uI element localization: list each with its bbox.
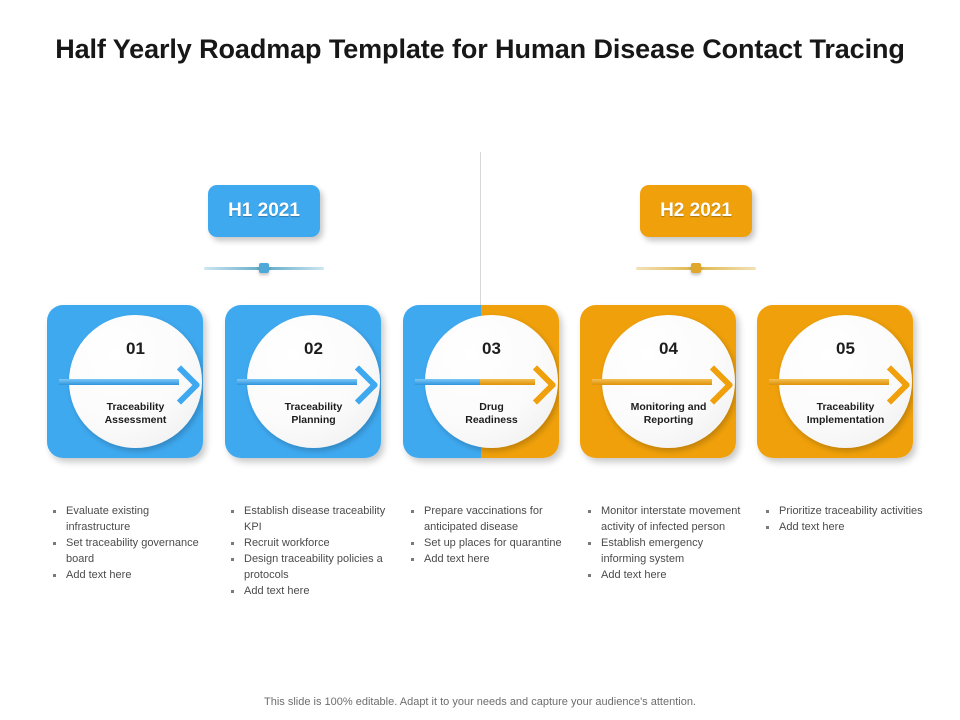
bullet-column-4: Monitor interstate movement activity of …	[585, 503, 745, 583]
milestone-card-02[interactable]: 02 Traceability Planning	[225, 305, 381, 458]
arrow-bar	[237, 379, 357, 385]
bullet-item: Recruit workforce	[228, 535, 388, 551]
milestone-label-line1: Monitoring and	[630, 401, 707, 413]
milestone-label: Drug Readiness	[425, 401, 558, 427]
bullet-item: Add text here	[585, 567, 745, 583]
milestone-label-line2: Readiness	[465, 414, 518, 426]
milestone-cards-row: 01 Traceability Assessment 02 Traceabili…	[0, 305, 960, 460]
arrow-bar	[480, 379, 535, 385]
arrow-bar	[592, 379, 712, 385]
bullet-item: Add text here	[50, 567, 210, 583]
bullet-item: Set up places for quarantine	[408, 535, 568, 551]
milestone-card-05[interactable]: 05 Traceability Implementation	[757, 305, 913, 458]
arrow-bar	[769, 379, 889, 385]
connector-knob	[691, 263, 701, 273]
milestone-label: Monitoring and Reporting	[602, 401, 735, 427]
half-connector-h2	[636, 263, 756, 273]
milestone-label-line2: Reporting	[643, 414, 694, 426]
milestone-number: 02	[304, 339, 323, 358]
bullet-item: Evaluate existing infrastructure	[50, 503, 210, 535]
milestone-number: 03	[482, 339, 501, 358]
milestone-label-line1: Traceability	[284, 401, 343, 413]
bullet-item: Establish emergency informing system	[585, 535, 745, 567]
half-badge-h2[interactable]: H2 2021	[640, 185, 752, 237]
milestone-number: 01	[126, 339, 145, 358]
half-badge-h1[interactable]: H1 2021	[208, 185, 320, 237]
milestone-label: Traceability Implementation	[779, 401, 912, 427]
half-connector-h1	[204, 263, 324, 273]
half-year-divider	[480, 152, 481, 307]
bullet-item: Add text here	[763, 519, 923, 535]
page-title: Half Yearly Roadmap Template for Human D…	[55, 34, 905, 64]
milestone-label-line2: Planning	[291, 414, 336, 426]
arrow-right-icon	[415, 365, 559, 405]
arrow-bar	[59, 379, 179, 385]
footer-note: This slide is 100% editable. Adapt it to…	[264, 696, 696, 708]
milestone-label-line2: Assessment	[104, 414, 167, 426]
arrow-right-icon	[59, 365, 203, 405]
milestone-label-line2: Implementation	[806, 414, 885, 426]
half-group-h1: H1 2021	[188, 185, 340, 273]
milestone-card-03[interactable]: 03 Drug Readiness	[403, 305, 559, 458]
bullet-item: Prioritize traceability activities	[763, 503, 923, 519]
milestone-card-04[interactable]: 04 Monitoring and Reporting	[580, 305, 736, 458]
bullet-item: Set traceability governance board	[50, 535, 210, 567]
bullet-item: Monitor interstate movement activity of …	[585, 503, 745, 535]
bullet-list: Prepare vaccinations for anticipated dis…	[408, 503, 568, 567]
bullet-item: Prepare vaccinations for anticipated dis…	[408, 503, 568, 535]
bullet-column-3: Prepare vaccinations for anticipated dis…	[408, 503, 568, 567]
bullet-list: Monitor interstate movement activity of …	[585, 503, 745, 583]
connector-knob	[259, 263, 269, 273]
arrow-bar	[415, 379, 480, 385]
milestone-label-line1: Drug	[479, 401, 504, 413]
milestone-card-01[interactable]: 01 Traceability Assessment	[47, 305, 203, 458]
bullet-item: Add text here	[228, 583, 388, 599]
half-group-h2: H2 2021	[620, 185, 772, 273]
bullet-item: Establish disease traceability KPI	[228, 503, 388, 535]
milestone-label: Traceability Assessment	[69, 401, 202, 427]
milestone-label-line1: Traceability	[106, 401, 165, 413]
arrow-right-icon	[237, 365, 381, 405]
milestone-label-line1: Traceability	[816, 401, 875, 413]
bullet-item: Design traceability policies a protocols	[228, 551, 388, 583]
milestone-number: 04	[659, 339, 678, 358]
milestone-number: 05	[836, 339, 855, 358]
arrow-right-icon	[769, 365, 913, 405]
milestone-label: Traceability Planning	[247, 401, 380, 427]
arrow-right-icon	[592, 365, 736, 405]
bullet-item: Add text here	[408, 551, 568, 567]
